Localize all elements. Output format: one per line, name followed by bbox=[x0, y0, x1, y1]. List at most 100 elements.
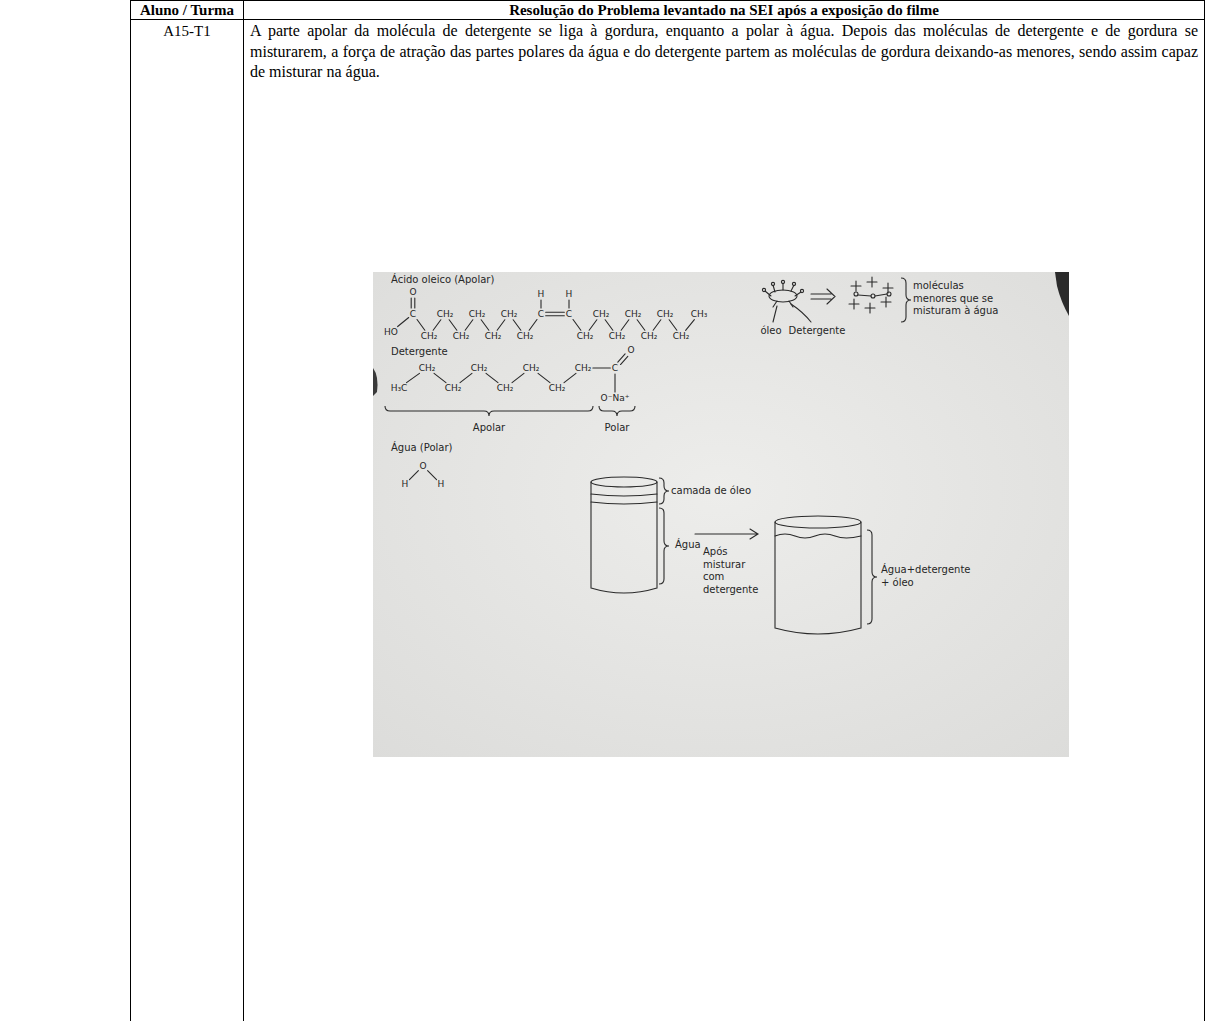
chemical-bond bbox=[497, 320, 505, 331]
atom-label: CH₂ bbox=[497, 384, 514, 393]
board-ground bbox=[373, 272, 1069, 757]
leader-line bbox=[791, 304, 811, 322]
atom-label: H bbox=[438, 480, 445, 489]
atom-label: O bbox=[419, 462, 426, 471]
brace-label: moléculas menores que se misturam à água bbox=[913, 280, 1005, 318]
atom-label: CH₂ bbox=[419, 364, 436, 373]
whiteboard-photo: Ácido oleico (Apolar)OHOCCH₂CH₂CH₂CH₂CH₂… bbox=[373, 272, 1069, 757]
atom-label: H bbox=[402, 480, 409, 489]
chemical-bond bbox=[465, 320, 473, 331]
brace-label: Polar bbox=[605, 423, 630, 433]
atom-label: C bbox=[612, 364, 618, 373]
chemical-bond bbox=[546, 315, 565, 316]
chemical-bond bbox=[460, 373, 472, 382]
chemical-bond bbox=[433, 320, 441, 331]
chemical-bond bbox=[618, 354, 625, 362]
chemical-bond bbox=[637, 320, 645, 331]
chemical-bond bbox=[398, 318, 409, 327]
curly-brace bbox=[659, 478, 669, 504]
chemical-bond bbox=[653, 320, 661, 331]
handwritten-title: Água (Polar) bbox=[391, 443, 452, 453]
chemical-bond bbox=[589, 320, 597, 331]
chemical-bond bbox=[593, 367, 611, 368]
table-rule bbox=[130, 0, 1205, 1]
atom-label: CH₂ bbox=[641, 332, 658, 341]
brace-label: Água bbox=[675, 540, 701, 550]
atom-label: C bbox=[566, 310, 572, 319]
atom-label: H bbox=[566, 290, 573, 299]
atom-label: CH₂ bbox=[469, 310, 486, 319]
table-rule bbox=[243, 0, 244, 1021]
handwritten-title: Detergente bbox=[391, 347, 448, 357]
atom-label: CH₂ bbox=[575, 364, 592, 373]
chemical-bond bbox=[407, 373, 420, 382]
photo-edge-shadow bbox=[1055, 272, 1069, 316]
chemical-bond bbox=[573, 320, 581, 331]
atom-label: CH₂ bbox=[657, 310, 674, 319]
curly-brace bbox=[385, 406, 593, 416]
chemical-bond bbox=[449, 320, 457, 331]
table-rule bbox=[1204, 0, 1205, 1021]
sketch-label: óleo bbox=[760, 326, 781, 336]
atom-label: HO bbox=[384, 328, 398, 337]
row-label: A15-T1 bbox=[131, 21, 243, 41]
brace-group bbox=[385, 278, 911, 624]
chemical-bond bbox=[546, 312, 565, 313]
table-rule bbox=[130, 19, 1205, 20]
chemical-bond bbox=[538, 373, 550, 382]
photo-edge-shadow bbox=[373, 368, 378, 396]
chemical-bond bbox=[669, 320, 677, 331]
chemical-bond bbox=[417, 320, 425, 331]
arrow-label: Após misturar com detergente bbox=[703, 546, 763, 596]
brace-label: Apolar bbox=[473, 423, 505, 433]
whiteboard-drawing bbox=[373, 272, 1069, 757]
atom-label: CH₂ bbox=[625, 310, 642, 319]
atom-label: CH₂ bbox=[453, 332, 470, 341]
atom-label: CH₃ bbox=[691, 310, 708, 319]
chemical-bond bbox=[434, 373, 446, 382]
column-header: Aluno / Turma bbox=[131, 1, 243, 19]
handwritten-title: Ácido oleico (Apolar) bbox=[391, 275, 494, 285]
chemical-bond bbox=[409, 471, 418, 480]
table-rule bbox=[130, 0, 131, 1021]
atom-label: CH₂ bbox=[485, 332, 502, 341]
atom-label: C bbox=[410, 310, 416, 319]
atom-label: CH₂ bbox=[445, 384, 462, 393]
chemical-bond bbox=[540, 300, 541, 308]
atom-label: CH₂ bbox=[517, 332, 534, 341]
chemical-bond bbox=[414, 298, 415, 308]
atom-label: CH₂ bbox=[593, 310, 610, 319]
process-arrow bbox=[695, 529, 758, 539]
curly-brace bbox=[599, 406, 635, 416]
atom-label: CH₂ bbox=[421, 332, 438, 341]
beaker bbox=[591, 477, 657, 593]
micelle-sketch bbox=[762, 280, 803, 307]
beaker bbox=[775, 516, 861, 634]
chemical-bond bbox=[428, 471, 437, 480]
atom-label: CH₂ bbox=[549, 384, 566, 393]
small-molecules-sketch bbox=[849, 277, 893, 313]
atom-label: CH₂ bbox=[501, 310, 518, 319]
chemical-bond bbox=[529, 320, 537, 331]
chemical-bond bbox=[564, 373, 576, 382]
chemical-bond bbox=[513, 320, 521, 331]
chemical-bond bbox=[605, 320, 613, 331]
atom-label: CH₂ bbox=[609, 332, 626, 341]
atom-label: O bbox=[409, 288, 416, 297]
atom-label: O⁻Na⁺ bbox=[601, 394, 630, 403]
atom-label: CH₂ bbox=[523, 364, 540, 373]
curly-brace bbox=[867, 530, 877, 624]
curly-brace bbox=[901, 278, 911, 322]
atom-label: CH₂ bbox=[673, 332, 690, 341]
atom-label: CH₂ bbox=[577, 332, 594, 341]
curly-brace bbox=[659, 508, 669, 584]
answer-text: A parte apolar da molécula de detergente… bbox=[250, 21, 1198, 83]
column-header: Resolução do Problema levantado na SEI a… bbox=[244, 1, 1204, 19]
chemical-bond bbox=[614, 374, 615, 392]
atom-label: CH₂ bbox=[437, 310, 454, 319]
brace-label: Água+detergente + óleo bbox=[881, 564, 981, 589]
sketch-label: Detergente bbox=[789, 326, 846, 336]
atom-label: H₃C bbox=[391, 384, 408, 393]
atom-label: C bbox=[538, 310, 544, 319]
